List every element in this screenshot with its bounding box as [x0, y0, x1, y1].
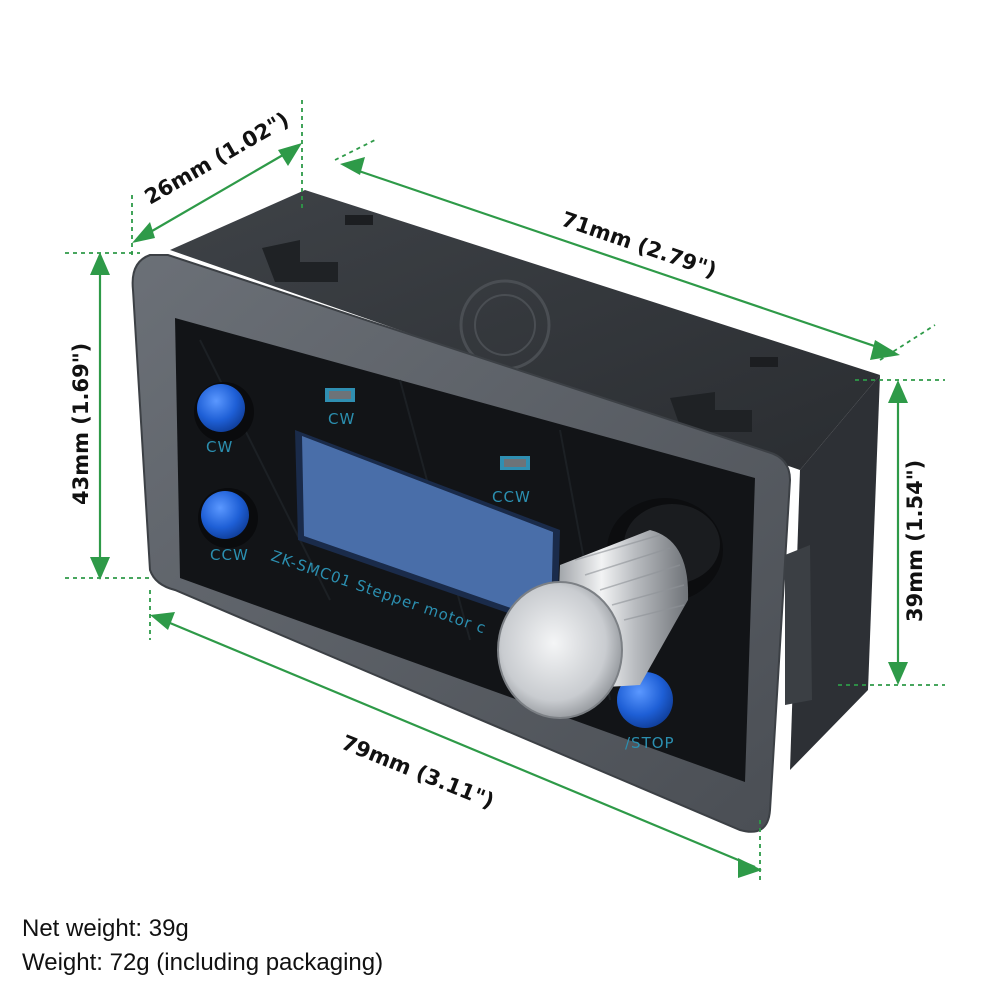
cw-indicator: CW [325, 388, 355, 428]
cw-button[interactable]: CW [194, 382, 254, 456]
left-height-label: 43mm (1.69") [69, 343, 93, 505]
top-latch-left [262, 240, 338, 282]
module-housing [170, 190, 880, 770]
dimension-right-height: 39mm (1.54") [888, 380, 927, 685]
package-weight: Weight: 72g (including packaging) [22, 949, 384, 976]
cw-indicator-label: CW [328, 410, 355, 428]
top-width-label: 71mm (2.79") [558, 207, 719, 283]
spec-text: Net weight: 39g Weight: 72g (including p… [22, 912, 383, 980]
ccw-indicator: CCW [492, 456, 531, 506]
ccw-indicator-label: CCW [492, 488, 531, 506]
dimension-left-height: 43mm (1.69") [69, 252, 110, 580]
ccw-button-label: CCW [210, 546, 249, 564]
ccw-button[interactable]: CCW [198, 488, 258, 564]
lcd-display [295, 430, 560, 630]
net-weight: Net weight: 39g [22, 915, 189, 942]
run-stop-label: /STOP [625, 734, 675, 752]
side-clip [785, 545, 812, 705]
cw-button-label: CW [206, 438, 233, 456]
vent-slot-1 [345, 215, 373, 225]
run-stop-button[interactable]: /STOP [617, 672, 675, 752]
rotary-knob[interactable] [497, 498, 723, 719]
top-latch-right [670, 392, 752, 432]
right-height-label: 39mm (1.54") [903, 460, 927, 622]
bottom-width-label: 79mm (3.11") [338, 730, 497, 813]
vent-slot-2 [750, 357, 778, 367]
